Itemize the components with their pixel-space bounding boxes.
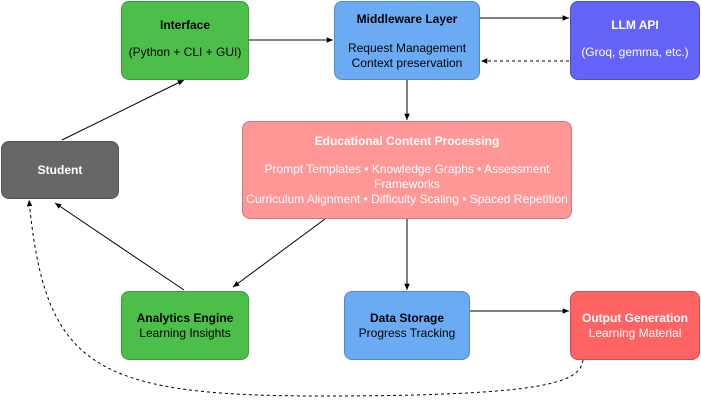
output-line: Learning Material	[588, 325, 682, 340]
edge-processing-to-analytics	[232, 218, 326, 288]
edge-analytics-to-student	[54, 202, 185, 291]
output-generation-node: Output Generation Learning Material	[570, 291, 700, 360]
edge-output-to-student	[26, 199, 584, 397]
llm-api-node: LLM API (Groq, gemma, etc.)	[570, 1, 700, 80]
storage-title: Data Storage	[369, 310, 445, 325]
output-title: Output Generation	[582, 310, 688, 325]
storage-line: Progress Tracking	[358, 325, 456, 340]
llm-api-title: LLM API	[611, 18, 659, 32]
middleware-line-request: Request Management	[347, 41, 467, 55]
processing-title: Educational Content Processing	[314, 134, 500, 148]
edge-student-to-interface	[61, 79, 185, 141]
processing-line-frameworks: Frameworks	[373, 177, 440, 191]
educational-content-processing-node: Educational Content Processing Prompt Te…	[242, 121, 572, 219]
analytics-line: Learning Insights	[139, 325, 231, 340]
interface-title: Interface	[159, 18, 211, 32]
interface-line: (Python + CLI + GUI)	[128, 45, 242, 59]
analytics-title: Analytics Engine	[136, 310, 234, 325]
middleware-title: Middleware Layer	[356, 12, 458, 26]
data-storage-node: Data Storage Progress Tracking	[344, 291, 470, 360]
processing-line-templates: Prompt Templates • Knowledge Graphs • As…	[264, 162, 550, 176]
student-title: Student	[37, 162, 83, 177]
interface-node: Interface (Python + CLI + GUI)	[121, 1, 249, 80]
processing-line-curriculum: Curriculum Alignment • Difficulty Scalin…	[246, 192, 568, 206]
middleware-node: Middleware Layer Request Management Cont…	[334, 1, 480, 80]
analytics-engine-node: Analytics Engine Learning Insights	[121, 291, 249, 360]
student-node: Student	[1, 141, 119, 199]
llm-api-line: (Groq, gemma, etc.)	[581, 45, 689, 59]
middleware-line-context: Context preservation	[351, 56, 463, 70]
